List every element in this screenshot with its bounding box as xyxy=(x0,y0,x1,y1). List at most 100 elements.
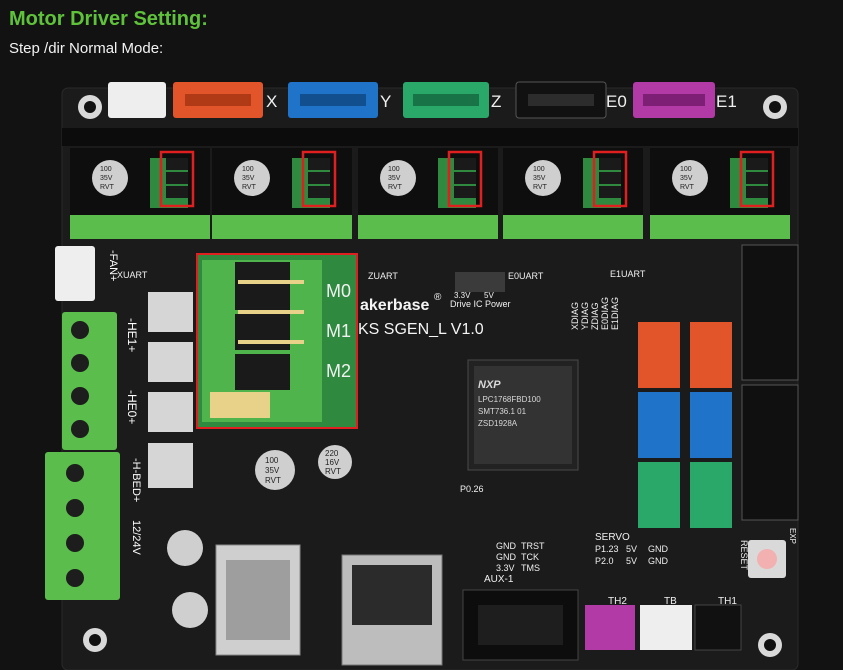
x-max-endstop xyxy=(690,322,732,388)
reset-label: RESET xyxy=(739,540,749,571)
driver-module-3: 100 35V RVT xyxy=(358,148,498,239)
driver-module-1: 100 35V RVT xyxy=(70,148,210,239)
driver-cap-text: 100 xyxy=(680,166,692,173)
driver-cap-text: RVT xyxy=(388,184,403,191)
top-pin-header-row xyxy=(62,128,798,146)
driver-cap-text: RVT xyxy=(242,184,257,191)
diag-label: XDIAG xyxy=(570,302,580,330)
volt-33-label: 3.3V xyxy=(454,291,471,300)
axis-label-y: Y xyxy=(380,92,391,111)
brand-registered: ® xyxy=(434,292,442,303)
mcu-line3: ZSD1928A xyxy=(478,419,518,428)
driver-cap-text: 100 xyxy=(100,166,112,173)
z-min-endstop xyxy=(638,462,680,528)
p20-label: P2.0 xyxy=(595,556,614,566)
driver-cap-text: RVT xyxy=(100,184,115,191)
servo-5v-2: 5V xyxy=(626,556,637,566)
exp1-header xyxy=(741,244,799,381)
p123-label: P1.23 xyxy=(595,544,619,554)
e0uart-label: E0UART xyxy=(508,271,544,281)
fan-label: -FAN+ xyxy=(107,250,119,281)
x-min-endstop xyxy=(638,322,680,388)
jtag-trst: TRST xyxy=(521,541,545,551)
tb-label: TB xyxy=(664,596,677,607)
brand-name: akerbase xyxy=(360,297,429,314)
driver-cap-text: 100 xyxy=(533,166,545,173)
driver-cap-text: 35V xyxy=(680,175,693,182)
servo-label: SERVO xyxy=(595,532,630,543)
page-subtitle: Step /dir Normal Mode: xyxy=(9,40,164,57)
driver-cap-text: 100 xyxy=(242,166,254,173)
fan-connector xyxy=(55,246,95,301)
callout-m0: M0 xyxy=(326,281,351,301)
y-min-endstop xyxy=(638,392,680,458)
small-cap-l2: 16V xyxy=(325,458,340,467)
th1-label: TH1 xyxy=(718,596,737,607)
jtag-gnd-2: GND xyxy=(496,552,517,562)
jtag-33v: 3.3V xyxy=(496,563,515,573)
he1-label: -HE1+ xyxy=(125,318,139,352)
top-connectors xyxy=(108,81,715,119)
volt-5-label: 5V xyxy=(484,291,494,300)
large-cap-l3: RVT xyxy=(265,476,281,485)
p026-label: P0.26 xyxy=(460,484,484,494)
driver-cap-text: 35V xyxy=(100,175,113,182)
drive-ic-power-label: Drive IC Power xyxy=(450,299,511,309)
driver-cap-text: 100 xyxy=(388,166,400,173)
mosfets xyxy=(148,292,193,488)
sd-card xyxy=(352,565,432,625)
exp-label: EXP xyxy=(788,528,797,544)
large-capacitor: 100 35V RVT xyxy=(255,450,295,490)
drive-ic-power-jumper xyxy=(455,272,505,292)
large-cap-l2: 35V xyxy=(265,466,280,475)
driver-module-2: 100 35V RVT xyxy=(212,148,352,239)
page-title: Motor Driver Setting: xyxy=(9,8,208,30)
diag-label: E0DIAG xyxy=(600,297,610,330)
xuart-label: XUART xyxy=(117,270,148,280)
board-model: KS SGEN_L V1.0 xyxy=(358,321,484,338)
driver-cap-text: 35V xyxy=(242,175,255,182)
axis-label-e1: E1 xyxy=(716,92,737,111)
aux1-label: AUX-1 xyxy=(484,574,514,585)
driver-module-5: 100 35V RVT xyxy=(650,148,790,239)
y-max-endstop xyxy=(690,392,732,458)
diag-label: E1DIAG xyxy=(610,297,620,330)
heater-terminal-block xyxy=(62,312,117,450)
mcu-line1: LPC1768FBD100 xyxy=(478,395,541,404)
diag-label: YDIAG xyxy=(580,302,590,330)
diag-label: ZDIAG xyxy=(590,302,600,330)
z-max-endstop xyxy=(690,462,732,528)
driver-cap-text: 35V xyxy=(388,175,401,182)
driver-cap-text: 35V xyxy=(533,175,546,182)
axis-label-z: Z xyxy=(491,92,501,111)
jtag-gnd-1: GND xyxy=(496,541,517,551)
large-cap-l1: 100 xyxy=(265,456,279,465)
th2-connector xyxy=(585,605,635,650)
tb-connector xyxy=(640,605,692,650)
mounting-holes xyxy=(78,95,787,657)
hbed-label: -H-BED+ xyxy=(130,458,142,502)
white-top-connector xyxy=(108,82,166,118)
small-cap-l3: RVT xyxy=(325,467,341,476)
mcu-line2: SMT736.1 01 xyxy=(478,407,527,416)
zuart-label: ZUART xyxy=(368,271,398,281)
small-cap-l1: 220 xyxy=(325,449,339,458)
he0-label: -HE0+ xyxy=(125,390,139,424)
servo-gnd-2: GND xyxy=(648,556,669,566)
servo-gnd-1: GND xyxy=(648,544,669,554)
driver-cap-text: RVT xyxy=(680,184,695,191)
jumper-callout: M0 M1 M2 xyxy=(196,253,358,429)
axis-label-e0: E0 xyxy=(606,92,627,111)
mcu-chip: NXP LPC1768FBD100 SMT736.1 01 ZSD1928A xyxy=(467,359,579,471)
th1-connector xyxy=(694,604,742,651)
exp2-header xyxy=(741,384,799,521)
bed-power-terminal-block xyxy=(45,452,120,600)
jtag-tck: TCK xyxy=(521,552,539,562)
axis-label-x: X xyxy=(266,92,277,111)
small-capacitor: 220 16V RVT xyxy=(318,445,352,479)
endstop-connectors xyxy=(638,322,732,528)
mcu-brand: NXP xyxy=(478,379,501,391)
callout-m2: M2 xyxy=(326,361,351,381)
